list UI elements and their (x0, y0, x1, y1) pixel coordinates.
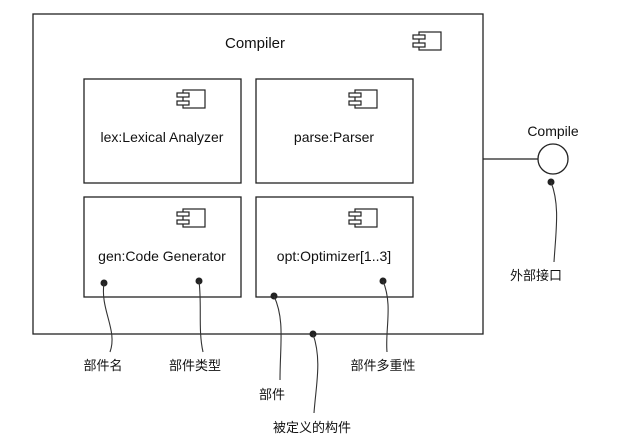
component-icon (176, 208, 206, 228)
interface-label: Compile (527, 123, 579, 139)
compile-interface: Compile (483, 123, 579, 175)
annotation-part-type: 部件类型 (169, 358, 221, 373)
part-parse-box (255, 78, 414, 184)
part-gen-label: gen:Code Generator (98, 248, 226, 264)
part-opt-box (255, 196, 414, 298)
part-parse-label: parse:Parser (294, 129, 374, 145)
leader-part-name (102, 282, 113, 353)
part-opt: opt:Optimizer[1..3] (255, 196, 414, 298)
component-icon (412, 31, 442, 51)
component-icon (176, 89, 206, 109)
part-lex-box (83, 78, 242, 184)
part-parse: parse:Parser (255, 78, 414, 184)
interface-circle (537, 143, 569, 175)
component-icon (348, 89, 378, 109)
part-opt-label: opt:Optimizer[1..3] (277, 248, 391, 264)
leader-part (273, 295, 282, 381)
leader-part-type (198, 280, 204, 353)
part-lex-label: lex:Lexical Analyzer (101, 129, 224, 145)
part-gen: gen:Code Generator (83, 196, 242, 298)
leader-part-multiplicity (382, 280, 389, 353)
component-icon (348, 208, 378, 228)
annotation-part-name: 部件名 (83, 358, 122, 373)
annotation-leaders (100, 178, 558, 414)
leader-defined-component (312, 333, 319, 414)
annotation-labels: 外部接口 部件名 部件类型 部件 部件多重性 被定义的构件 (83, 268, 562, 435)
part-lex: lex:Lexical Analyzer (83, 78, 242, 184)
annotation-part: 部件 (259, 387, 285, 402)
annotation-defined-component: 被定义的构件 (273, 420, 351, 435)
annotation-part-multiplicity: 部件多重性 (350, 358, 415, 373)
part-gen-box (83, 196, 242, 298)
annotation-external-interface: 外部接口 (510, 268, 562, 283)
leader-external-interface (550, 181, 558, 263)
compiler-title: Compiler (225, 35, 285, 52)
